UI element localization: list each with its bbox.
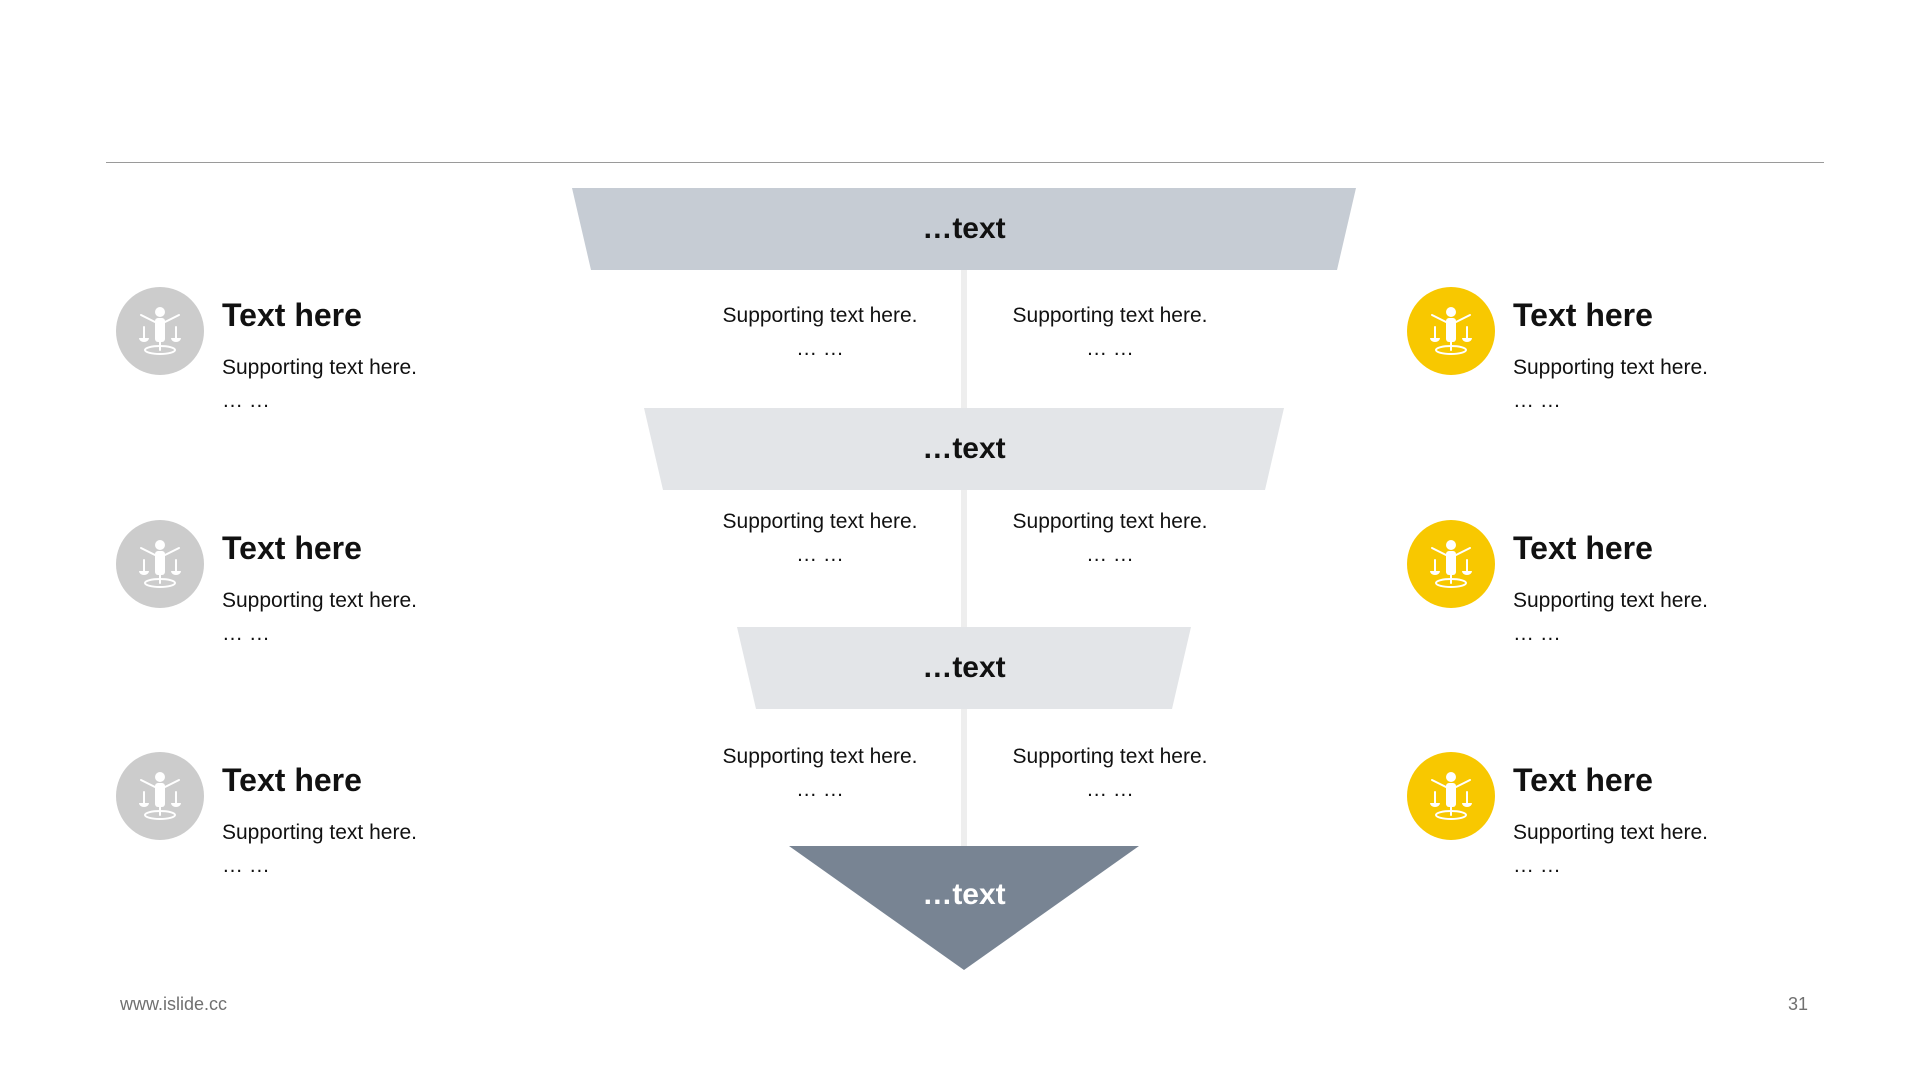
funnel-support-3-left: Supporting text here. … …: [690, 740, 950, 806]
left-item-1-ellipsis: … …: [222, 389, 270, 412]
left-item-3-ellipsis: … …: [222, 854, 270, 877]
left-item-1-title: Text here: [222, 297, 362, 333]
left-item-2-ellipsis: … …: [222, 622, 270, 645]
funnel-stage-3-shape: [737, 627, 1191, 709]
funnel-stage-2-shape: [644, 408, 1284, 490]
funnel-connector-line: [961, 270, 967, 846]
justice-scales-icon: [1407, 752, 1495, 840]
left-item-2-text: Supporting text here.: [222, 589, 417, 612]
funnel-support-3-right: Supporting text here. … …: [980, 740, 1240, 806]
funnel-stage-4-shape: [789, 846, 1139, 970]
funnel-stage-3: …text: [737, 627, 1191, 709]
support-text: Supporting text here.: [1012, 510, 1208, 533]
justice-scales-icon: [116, 287, 204, 375]
support-text: Supporting text here.: [722, 510, 918, 533]
justice-scales-icon: [116, 520, 204, 608]
footer-website: www.islide.cc: [120, 994, 228, 1014]
right-item-1-text: Supporting text here.: [1513, 356, 1708, 379]
right-item-1-title: Text here: [1513, 297, 1653, 333]
left-item-2-body: Supporting text here. … …: [222, 584, 417, 650]
right-item-3-body: Supporting text here. … …: [1513, 816, 1708, 882]
funnel-stage-1-shape: [572, 188, 1356, 270]
left-item-1-text: Supporting text here.: [222, 356, 417, 379]
right-item-1-ellipsis: … …: [1513, 389, 1561, 412]
support-text: Supporting text here.: [722, 745, 918, 768]
funnel-stage-1-label: …text: [922, 212, 1006, 245]
funnel-stage-4-label: …text: [922, 878, 1006, 911]
support-ellipsis: … …: [1086, 337, 1134, 360]
left-item-2-title: Text here: [222, 530, 362, 566]
support-ellipsis: … …: [796, 778, 844, 801]
funnel-stage-1: …text: [572, 188, 1356, 270]
funnel-support-2-left: Supporting text here. … …: [690, 505, 950, 571]
justice-scales-icon: [1407, 520, 1495, 608]
right-item-2-text: Supporting text here.: [1513, 589, 1708, 612]
funnel-stage-4: …text: [789, 846, 1139, 970]
support-ellipsis: … …: [1086, 778, 1134, 801]
support-text: Supporting text here.: [1012, 745, 1208, 768]
right-item-3-text: Supporting text here.: [1513, 821, 1708, 844]
left-item-3-text: Supporting text here.: [222, 821, 417, 844]
left-item-3-body: Supporting text here. … …: [222, 816, 417, 882]
support-ellipsis: … …: [796, 543, 844, 566]
support-ellipsis: … …: [796, 337, 844, 360]
funnel-stage-2-label: …text: [922, 432, 1006, 465]
justice-scales-icon: [1407, 287, 1495, 375]
right-item-3-ellipsis: … …: [1513, 854, 1561, 877]
left-item-3-title: Text here: [222, 762, 362, 798]
right-item-1-body: Supporting text here. … …: [1513, 351, 1708, 417]
funnel-support-1-left: Supporting text here. … …: [690, 299, 950, 365]
funnel-stage-2: …text: [644, 408, 1284, 490]
right-item-3-title: Text here: [1513, 762, 1653, 798]
support-text: Supporting text here.: [722, 304, 918, 327]
title-divider: [106, 162, 1824, 163]
support-ellipsis: … …: [1086, 543, 1134, 566]
funnel-support-2-right: Supporting text here. … …: [980, 505, 1240, 571]
funnel-stage-3-label: …text: [922, 651, 1006, 684]
left-item-1-body: Supporting text here. … …: [222, 351, 417, 417]
support-text: Supporting text here.: [1012, 304, 1208, 327]
footer-page-number: 31: [1787, 994, 1808, 1014]
right-item-2-title: Text here: [1513, 530, 1653, 566]
right-item-2-body: Supporting text here. … …: [1513, 584, 1708, 650]
funnel-support-1-right: Supporting text here. … …: [980, 299, 1240, 365]
justice-scales-icon: [116, 752, 204, 840]
right-item-2-ellipsis: … …: [1513, 622, 1561, 645]
